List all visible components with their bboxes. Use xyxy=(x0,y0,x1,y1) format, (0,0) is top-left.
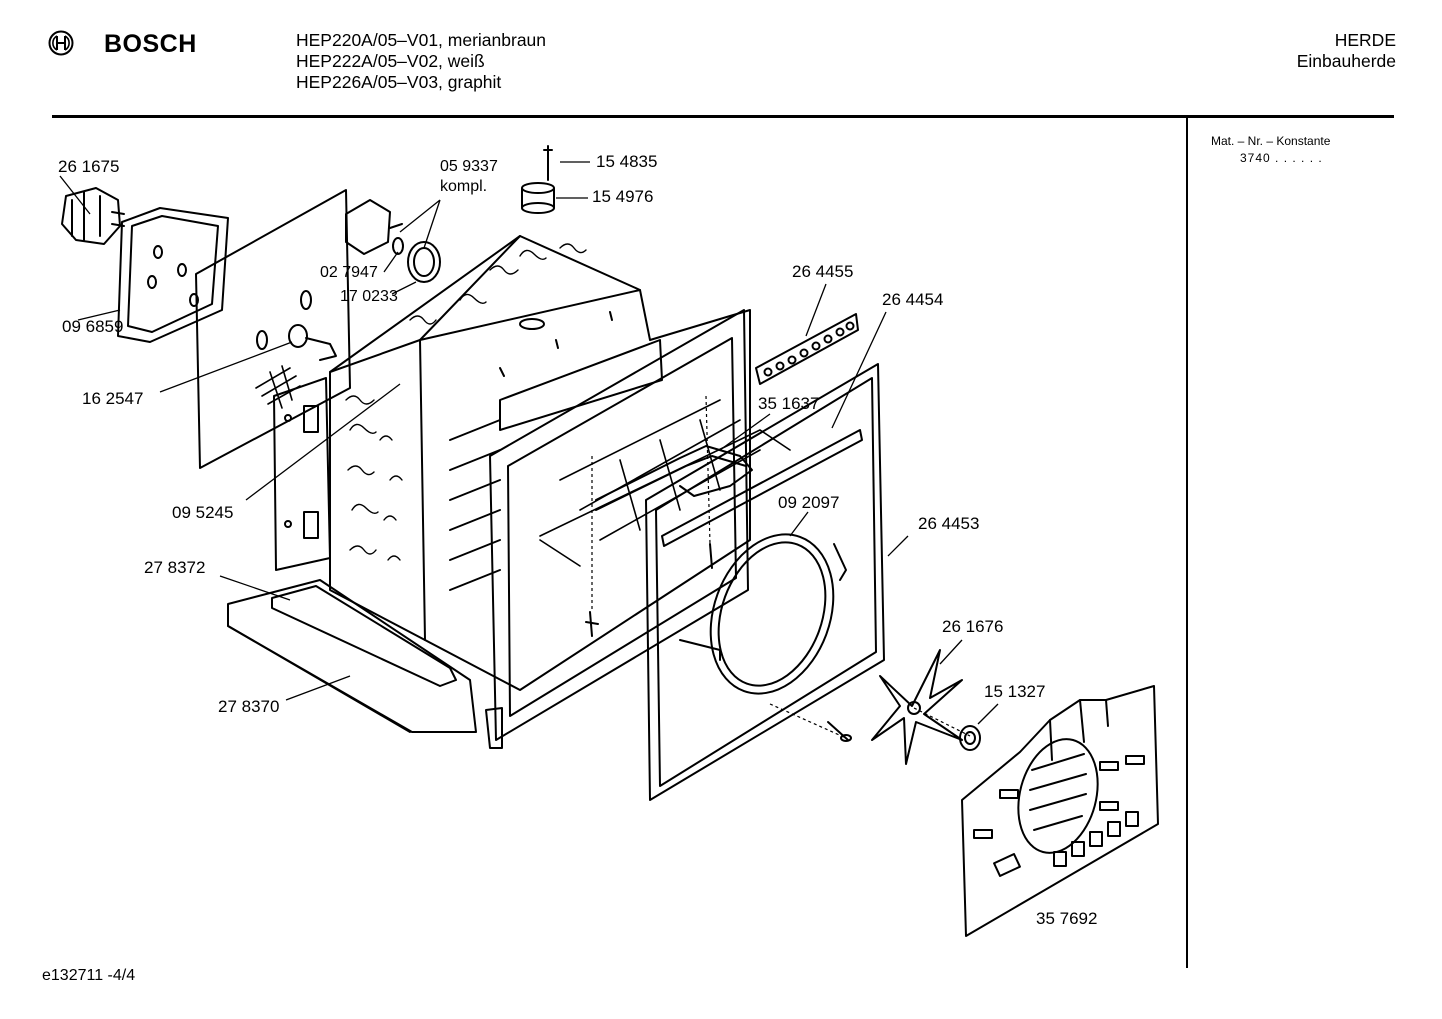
oven-rack-grid xyxy=(539,399,791,567)
sidebar-divider xyxy=(1186,118,1188,968)
category-label: HERDE Einbauherde xyxy=(1297,30,1396,72)
part-label: 09 6859 xyxy=(62,317,124,336)
part-label: 26 4454 xyxy=(882,290,944,309)
mat-nr-value: 3740 . . . . . . xyxy=(1240,151,1323,165)
part-note: kompl. xyxy=(440,178,488,195)
part-label: 35 7692 xyxy=(1036,909,1098,928)
part-label: 05 9337 xyxy=(440,158,498,175)
insulation-texture xyxy=(345,243,587,561)
mat-nr-title: Mat. – Nr. – Konstante xyxy=(1211,134,1331,148)
part-label: 26 1676 xyxy=(942,617,1004,636)
part-label: 15 1327 xyxy=(984,682,1046,701)
gasket-plate-096859 xyxy=(117,207,229,343)
bosch-logo-icon xyxy=(48,30,74,56)
bottom-heater-278372 xyxy=(271,585,457,687)
side-heater-mesh xyxy=(255,365,301,409)
part-label: 09 2097 xyxy=(778,493,840,512)
fixing-screws xyxy=(585,543,852,742)
model-line: HEP226A/05–V03, graphit xyxy=(296,72,502,92)
sleeve-part-154976 xyxy=(521,182,555,214)
fan-blade-261676 xyxy=(871,649,963,765)
ring-heater-092097 xyxy=(679,533,847,695)
oven-front-frame xyxy=(485,309,749,749)
part-label: 26 1675 xyxy=(58,157,120,176)
pin-part-154835 xyxy=(543,145,553,181)
seal-strip-264455 xyxy=(755,313,859,385)
part-label: 26 4453 xyxy=(918,514,980,533)
gasket-strip-264454 xyxy=(661,429,863,547)
lamp-holder-162547 xyxy=(288,324,337,361)
model-line: HEP220A/05–V01, merianbraun xyxy=(296,30,547,50)
document-id: e132711 -4/4 xyxy=(42,967,136,984)
bottom-tray-278370 xyxy=(227,579,477,733)
model-list: HEP220A/05–V01, merianbraun HEP222A/05–V… xyxy=(296,30,546,93)
fan-nut-151327 xyxy=(959,725,981,751)
part-label: 27 8372 xyxy=(144,558,206,577)
rear-fan-cover-357692 xyxy=(961,685,1159,937)
part-label: 15 4835 xyxy=(596,152,658,171)
part-label: 09 5245 xyxy=(172,503,234,522)
door-gasket-frame-264453 xyxy=(645,363,885,801)
connector-part-261675 xyxy=(61,187,125,245)
part-label: 27 8370 xyxy=(218,697,280,716)
part-label: 02 7947 xyxy=(320,264,378,281)
part-label: 17 0233 xyxy=(340,288,398,305)
switch-knob-set-059337 xyxy=(345,199,441,283)
category-main: HERDE xyxy=(1334,30,1396,50)
category-sub: Einbauherde xyxy=(1296,51,1396,71)
header-divider xyxy=(52,115,1394,118)
oven-muffle-body xyxy=(329,235,751,691)
part-label: 15 4976 xyxy=(592,187,654,206)
control-panel-board xyxy=(195,189,351,469)
part-label: 26 4455 xyxy=(792,262,854,281)
part-label: 35 1637 xyxy=(758,394,820,413)
top-heater-element-351637 xyxy=(595,445,753,511)
brand-name: BOSCH xyxy=(104,30,197,58)
model-line: HEP222A/05–V02, weiß xyxy=(296,51,485,71)
part-label: 16 2547 xyxy=(82,389,144,408)
